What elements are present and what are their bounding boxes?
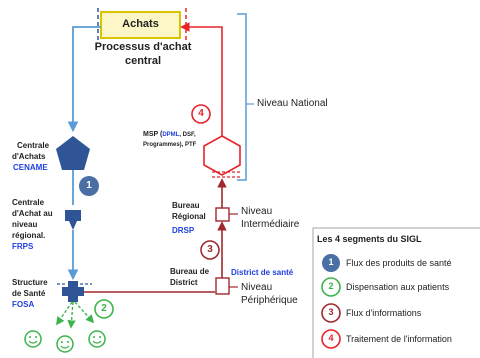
legend-marker-1-num: 1 — [328, 257, 334, 267]
national-level-bracket — [237, 13, 247, 181]
legend-marker-4-num: 4 — [328, 333, 334, 343]
district-box — [215, 277, 230, 295]
structure-cross — [62, 281, 84, 302]
level-intermediaire-line2: Intermédiaire — [241, 219, 300, 230]
msp-label-line1: MSP (DPML, DSF, — [143, 131, 196, 139]
structure-label-line1: Structure — [12, 278, 48, 287]
regional-node-shape — [65, 210, 81, 221]
bureau-district-line1: Bureau de — [170, 267, 210, 276]
processus-label-line1: Processus d'achat — [94, 41, 192, 53]
msp-dpml: DPML — [162, 132, 180, 138]
flow-marker-3-num: 3 — [207, 244, 213, 255]
regional-label-line3: niveau — [12, 220, 38, 229]
flow-marker-4 — [191, 104, 211, 124]
legend-box — [312, 227, 480, 358]
msp-dsf: , DSF, — [179, 132, 196, 138]
legend-marker-2-num: 2 — [328, 281, 334, 291]
legend-item-1-label: Flux des produits de santé — [346, 258, 452, 268]
bureau-district-line2: District — [170, 278, 198, 287]
flow-marker-1-num: 1 — [86, 180, 92, 191]
regional-label-line2: d'Achat au — [12, 209, 53, 218]
processus-label-line2: central — [124, 55, 162, 67]
regional-node-arrow — [69, 221, 77, 230]
centrale-code: CENAME — [13, 163, 48, 172]
legend-item-2-label: Dispensation aux patients — [346, 282, 450, 292]
level-peripherique-line2: Périphérique — [241, 295, 298, 306]
bureau-regional-code: DRSP — [172, 226, 195, 235]
achats-box — [100, 11, 181, 39]
level-national: Niveau National — [257, 98, 328, 109]
district-de-sante-label: District de santé — [231, 268, 294, 277]
flow-marker-3 — [200, 240, 220, 260]
regional-code: FRPS — [12, 242, 34, 251]
blue-flow-achats-to-centrale — [67, 26, 101, 133]
centrale-pentagon — [56, 136, 90, 170]
bureau-regional-line2: Régional — [172, 212, 206, 221]
legend-marker-2 — [321, 277, 341, 297]
legend-marker-1 — [322, 254, 340, 272]
level-intermediaire-line1: Niveau — [241, 206, 273, 217]
green-flow-right — [74, 301, 95, 324]
regional-office-box — [215, 207, 230, 222]
legend-marker-4 — [321, 329, 341, 349]
flow-marker-1 — [79, 176, 99, 196]
legend-item-3-label: Flux d'informations — [346, 308, 422, 318]
legend-item-4-label: Traitement de l'information — [346, 334, 452, 344]
patient-smiley-3 — [88, 330, 106, 348]
legend-title: Les 4 segments du SIGL — [317, 234, 422, 244]
flow-marker-4-num: 4 — [198, 108, 204, 119]
msp-label-line2: Programmes), PTF — [143, 142, 197, 148]
msp-prefix: MSP ( — [143, 131, 163, 138]
flow-marker-2-num: 2 — [101, 303, 107, 314]
level-peripherique-line1: Niveau — [241, 282, 273, 293]
centrale-label-line1: Centrale — [17, 141, 50, 150]
regional-label-line4: régional. — [12, 231, 46, 240]
patient-smiley-1 — [24, 330, 42, 348]
legend-marker-3 — [321, 303, 341, 323]
structure-code: FOSA — [12, 300, 35, 309]
legend-marker-3-num: 3 — [328, 307, 334, 317]
red-flow-msp-to-achats — [180, 22, 223, 136]
bureau-regional-line1: Bureau — [172, 201, 200, 210]
msp-hexagon — [203, 135, 241, 176]
structure-label-line2: de Santé — [12, 289, 46, 298]
green-flow-left — [56, 301, 73, 326]
green-flow-center — [67, 301, 76, 329]
flow-marker-2 — [94, 299, 114, 319]
patient-smiley-2 — [56, 335, 74, 353]
regional-label-line1: Centrale — [12, 198, 45, 207]
centrale-label-line2: d'Achats — [12, 152, 46, 161]
achats-label: Achats — [122, 18, 159, 30]
